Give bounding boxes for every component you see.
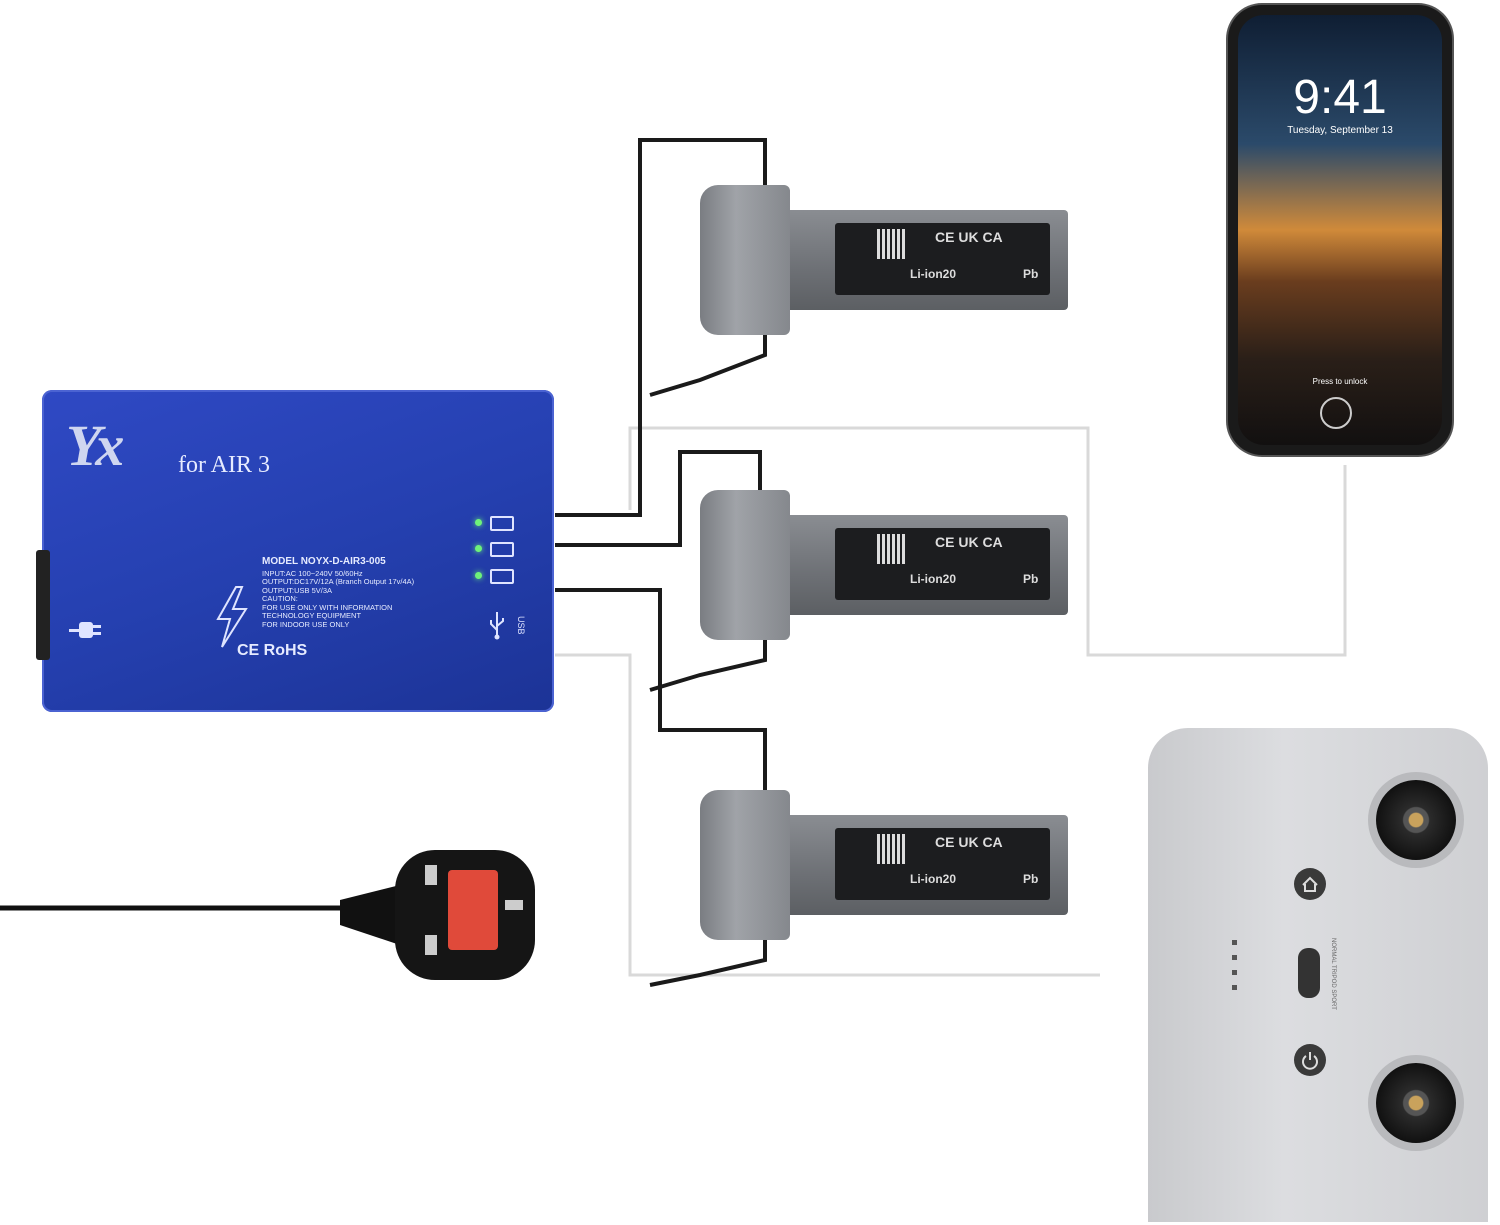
chemistry-label: Li-ion20 bbox=[910, 872, 957, 886]
battery: CE UK CA Li-ion20 Pb bbox=[700, 490, 1068, 640]
qr-code bbox=[877, 534, 907, 564]
ac-port bbox=[36, 550, 50, 660]
spec-line: OUTPUT:DC17V/12A (Branch Output 17v/4A) bbox=[262, 577, 415, 586]
mode-switch bbox=[1298, 948, 1320, 998]
unlock-hint: Press to unlock bbox=[1312, 377, 1368, 386]
battery-label: CE UK CA Li-ion20 Pb bbox=[835, 828, 1050, 900]
date: Tuesday, September 13 bbox=[1287, 125, 1393, 136]
battery: CE UK CA Li-ion20 Pb bbox=[700, 790, 1068, 940]
led-indicator bbox=[475, 545, 482, 552]
home-icon bbox=[1302, 876, 1318, 892]
power-icon bbox=[1302, 1052, 1318, 1070]
spec-line: TECHNOLOGY EQUIPMENT bbox=[262, 611, 362, 620]
right-joystick bbox=[1376, 1063, 1456, 1143]
mode-switch-label: NORMAL TRIPOD SPORT bbox=[1330, 938, 1336, 1010]
spec-line: OUTPUT:USB 5V/3A bbox=[262, 585, 333, 595]
qr-code bbox=[877, 834, 907, 864]
lock-screen: 9:41 Tuesday, September 13 Press to unlo… bbox=[1238, 15, 1442, 445]
battery-icon bbox=[490, 516, 514, 531]
fuse-cover bbox=[448, 870, 498, 950]
lightning-icon bbox=[216, 586, 248, 648]
battery-level-leds bbox=[1232, 940, 1237, 1000]
battery-label: CE UK CA Li-ion20 Pb bbox=[835, 528, 1050, 600]
spec-line: CAUTION: bbox=[262, 594, 298, 603]
product-name: for AIR 3 bbox=[178, 452, 270, 478]
battery-label: CE UK CA Li-ion20 Pb bbox=[835, 223, 1050, 295]
usb-cables bbox=[555, 426, 1347, 977]
spec-line: FOR INDOOR USE ONLY bbox=[262, 619, 350, 629]
battery-icon bbox=[490, 542, 514, 557]
chemistry-label: Li-ion20 bbox=[910, 267, 957, 281]
qr-code bbox=[877, 229, 907, 259]
model-number: MODEL NOYX-D-AIR3-005 bbox=[262, 556, 386, 567]
spec-line: INPUT:AC 100~240V 50/60Hz bbox=[262, 568, 363, 578]
left-joystick bbox=[1376, 780, 1456, 860]
spec-label: MODEL NOYX-D-AIR3-005 INPUT:AC 100~240V … bbox=[262, 556, 415, 629]
uk-plug bbox=[340, 850, 535, 980]
led-indicator bbox=[475, 519, 482, 526]
battery-icon bbox=[490, 569, 514, 584]
usb-label: USB bbox=[516, 616, 526, 635]
battery: CE UK CA Li-ion20 Pb bbox=[700, 185, 1068, 335]
smartphone: 9:41 Tuesday, September 13 Press to unlo… bbox=[1228, 5, 1452, 455]
home-button bbox=[1320, 397, 1352, 429]
pb-mark: Pb bbox=[1023, 872, 1039, 886]
dc-cables bbox=[555, 138, 767, 987]
pb-mark: Pb bbox=[1023, 572, 1039, 586]
spec-line: FOR USE ONLY WITH INFORMATION bbox=[262, 602, 393, 612]
cert-marks: CE UK CA bbox=[935, 229, 1003, 245]
led-indicator bbox=[475, 572, 482, 579]
cert-marks: CE UK CA bbox=[935, 534, 1003, 550]
power-button bbox=[1294, 1044, 1326, 1076]
usb-icon bbox=[490, 612, 504, 640]
certification-marks: CE RoHS bbox=[237, 642, 308, 659]
return-home-button bbox=[1294, 868, 1326, 900]
clock: 9:41 bbox=[1293, 71, 1387, 124]
chemistry-label: Li-ion20 bbox=[910, 572, 957, 586]
cert-marks: CE UK CA bbox=[935, 834, 1003, 850]
plug-icon bbox=[69, 622, 101, 638]
pb-mark: Pb bbox=[1023, 267, 1039, 281]
charging-hub: Yx for AIR 3 MODEL NOYX-D-AIR3-005 INPUT… bbox=[36, 390, 554, 712]
brand-logo: Yx bbox=[66, 413, 124, 478]
remote-controller: NORMAL TRIPOD SPORT bbox=[1148, 728, 1488, 1222]
